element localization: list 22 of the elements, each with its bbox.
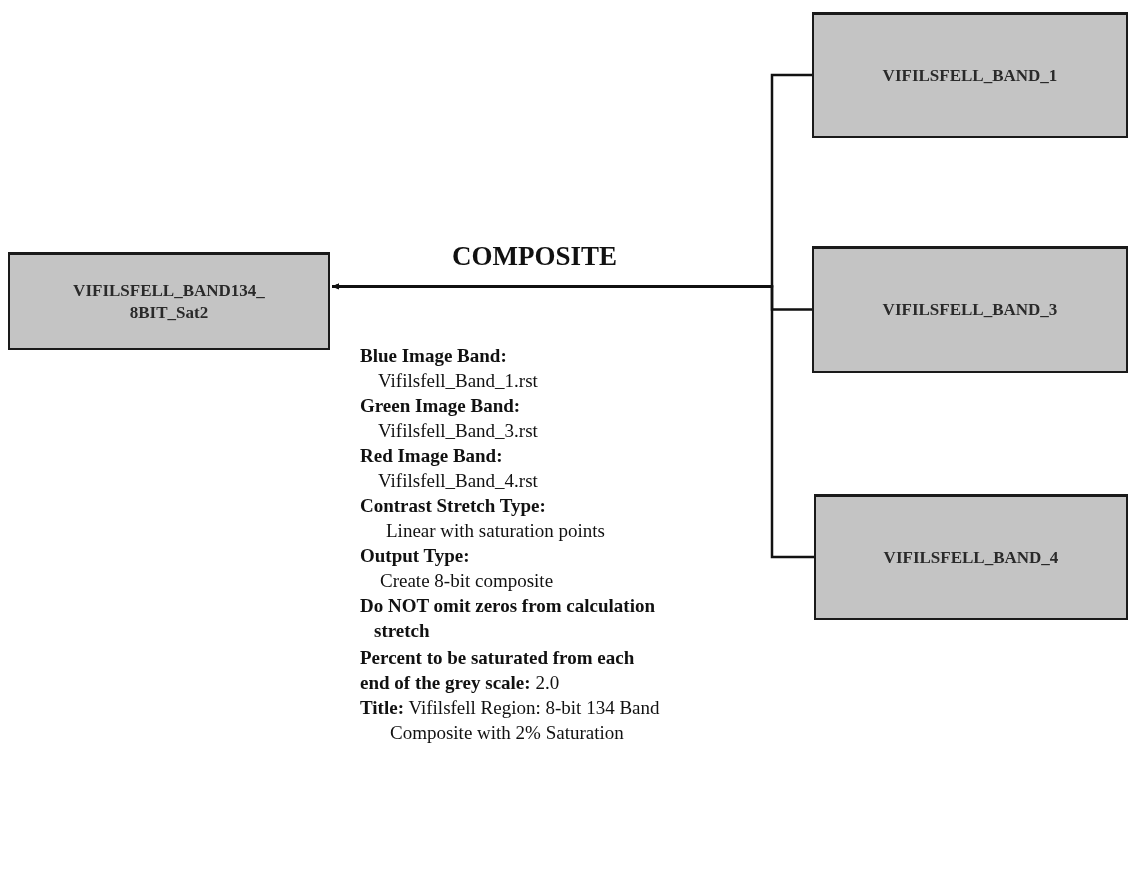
box-label: VIFILSFELL_BAND_1: [882, 64, 1058, 87]
parameter-text: Vifilsfell_Band_4.rst: [378, 469, 539, 493]
box-label: VIFILSFELL_BAND_4: [883, 546, 1059, 569]
parameter-text: Create 8-bit composite: [380, 569, 555, 593]
parameter-text: Contrast Stretch Type:: [360, 494, 547, 518]
parameter-text: Percent to be saturated from each end of the grey scale: 2.0: [360, 646, 636, 695]
process-box: [812, 246, 1128, 373]
connector-arrow: [332, 283, 814, 559]
parameter-text: Green Image Band:: [360, 394, 522, 418]
box-label: VIFILSFELL_BAND_3: [882, 299, 1058, 321]
parameter-text: Vifilsfell_Band_1.rst: [378, 369, 539, 393]
parameter-text: Linear with saturation points: [386, 519, 606, 543]
parameter-text: Blue Image Band:: [360, 344, 508, 368]
parameter-text: Vifilsfell_Band_3.rst: [378, 419, 539, 443]
process-box: [8, 252, 330, 350]
box-label: VIFILSFELL_BAND134_ 8BIT_Sat2: [72, 280, 266, 323]
parameter-text: Red Image Band:: [360, 444, 504, 468]
parameter-text: Output Type:: [360, 544, 471, 568]
parameter-text: Do NOT omit zeros from calculation stretch: [360, 594, 656, 643]
process-box: [812, 12, 1128, 138]
process-box: [814, 494, 1128, 620]
parameter-text: Title: Vifilsfell Region: 8-bit 134 Band Composite with 2% Saturation: [360, 696, 661, 745]
